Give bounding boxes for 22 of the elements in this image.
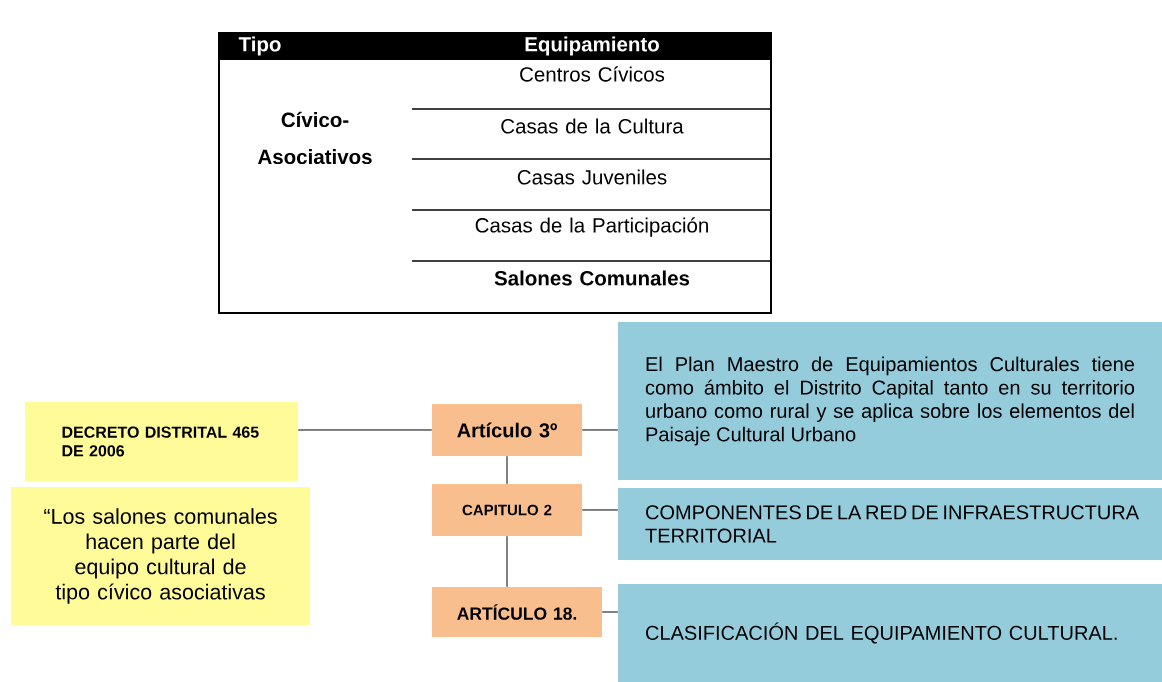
connector-line [506, 535, 508, 588]
connector-line [506, 455, 508, 485]
description-box: CLASIFICACIÓN DEL EQUIPAMIENTO CULTURAL. [618, 584, 1162, 682]
connector-line [581, 429, 619, 431]
column-heading: Tipo [238, 36, 281, 56]
table-text: Casas Juveniles [517, 169, 667, 185]
description-box: COMPONENTES DE LA RED DE INFRAESTRUCTURA TERRITORIAL [618, 488, 1162, 560]
connector-line [601, 611, 619, 613]
type-text: Cívico- Asociativos [258, 111, 372, 165]
table-text: Centros Cívicos [520, 66, 665, 82]
article-box: Artículo 3º [432, 404, 582, 456]
connector-line [581, 509, 619, 511]
table-text: Casas de la Participación [475, 217, 708, 237]
chapter-box: CAPITULO 2 [432, 484, 582, 536]
quote-box: “Los salones comunales hacen parte del equipo cultural de tipo cívico asociativas [11, 487, 310, 625]
column-heading: Equipamiento [525, 36, 659, 56]
decree-box: DECRETO DISTRITAL 465 DE 2006 [25, 402, 298, 481]
table-text: Salones Comunales [494, 270, 690, 286]
article-box: ARTÍCULO 18. [432, 587, 602, 637]
table-text: Casas de la Cultura [501, 118, 684, 134]
connector-line [297, 429, 433, 431]
description-box: El Plan Maestro de Equipamientos Culturales tiene como ámbito el Distrito Capital tanto en su territorio urbano como rural y se aplica sobre los elementos del Paisaje Cultural Urbano [618, 322, 1162, 480]
